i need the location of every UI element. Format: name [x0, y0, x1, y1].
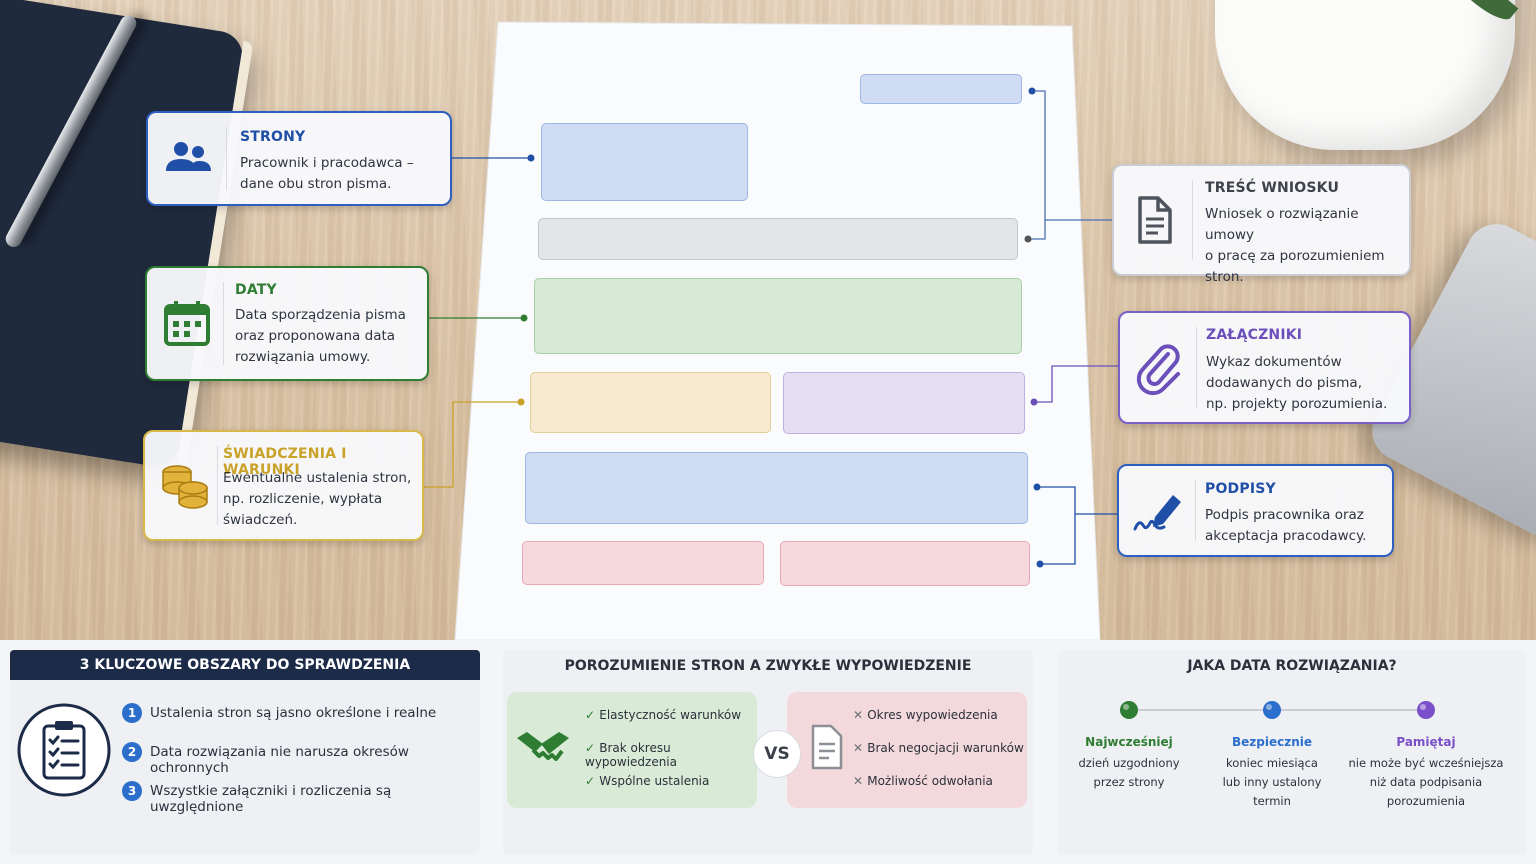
checklist-item-1: Ustalenia stron są jasno określone i rea…	[150, 705, 437, 721]
check-icon: ✓	[585, 741, 600, 755]
comparison-left-box: ✓ Elastyczność warunków ✓ Brak okresu wy…	[507, 692, 757, 808]
card-strony-desc: Pracownik i pracodawca –dane obu stron p…	[240, 155, 414, 192]
doc-block-signature-employer	[780, 541, 1030, 586]
timeline-label-2: Bezpiecznie	[1231, 735, 1312, 749]
comparison-left-item-2: ✓ Brak okresu wypowiedzenia	[585, 741, 677, 769]
checklist-item-3: Wszystkie załączniki i rozliczenia są uw…	[150, 783, 392, 815]
doc-block-dates	[534, 278, 1022, 354]
checklist-num-1: 1	[122, 703, 142, 723]
doc-block-content	[538, 218, 1018, 260]
card-daty-title: DATY	[235, 282, 277, 298]
x-icon: ✕	[853, 741, 868, 755]
card-tresc: TREŚĆ WNIOSKU Wniosek o rozwiązanie umow…	[1112, 164, 1411, 285]
people-icon	[166, 141, 211, 171]
doc-block-signature-employee	[522, 541, 764, 585]
card-zalaczniki-title: ZAŁĄCZNIKI	[1206, 327, 1303, 343]
comparison-left-item-1: ✓ Elastyczność warunków	[585, 708, 742, 722]
comparison-right-box: ✕ Okres wypowiedzenia ✕ Brak negocjacji …	[787, 692, 1027, 808]
check-icon: ✓	[585, 774, 600, 788]
comparison-right-item-2: ✕ Brak negocjacji warunków	[853, 741, 1024, 755]
x-icon: ✕	[853, 708, 868, 722]
timeline-label-3: Pamiętaj	[1396, 735, 1456, 749]
document-icon	[1138, 196, 1172, 244]
timeline-title: JAKA DATA ROZWIĄZANIA?	[1187, 658, 1397, 674]
clipboard-checklist-icon	[17, 703, 111, 797]
timeline-label-1: Najwcześniej	[1085, 735, 1173, 749]
document-icon	[811, 724, 843, 770]
card-swiadczenia-title: ŚWIADCZENIA I WARUNKI	[223, 446, 347, 478]
coins-icon	[162, 464, 208, 509]
paperclip-icon	[1136, 343, 1180, 395]
doc-block-benefits	[530, 372, 771, 433]
checklist-num-2: 2	[122, 742, 142, 762]
plant-pot-decoration	[1215, 0, 1515, 150]
card-podpisy-title: PODPISY	[1205, 481, 1276, 497]
card-swiadczenia-desc: Ewentualne ustalenia stron,np. rozliczen…	[223, 470, 412, 528]
comparison-panel: POROZUMIENIE STRON A ZWYKŁE WYPOWIEDZENI…	[503, 650, 1033, 855]
calendar-icon	[164, 300, 210, 346]
card-strony: STRONY Pracownik i pracodawca –dane obu …	[146, 111, 452, 206]
check-icon: ✓	[585, 708, 600, 722]
checklist-title: 3 KLUCZOWE OBSZARY DO SPRAWDZENIA	[10, 650, 480, 680]
checklist-num-3: 3	[122, 781, 142, 801]
comparison-title: POROZUMIENIE STRON A ZWYKŁE WYPOWIEDZENI…	[564, 658, 972, 674]
doc-block-signature-area	[525, 452, 1028, 524]
card-swiadczenia: ŚWIADCZENIA I WARUNKI Ewentualne ustalen…	[143, 430, 424, 541]
checklist-panel: 3 KLUCZOWE OBSZARY DO SPRAWDZENIA 1 Usta…	[10, 650, 480, 855]
handshake-icon	[517, 732, 569, 761]
card-strony-title: STRONY	[240, 129, 306, 145]
bottom-info-strip: 3 KLUCZOWE OBSZARY DO SPRAWDZENIA 1 Usta…	[0, 640, 1536, 864]
checklist-item-2: Data rozwiązania nie narusza okresów och…	[150, 744, 409, 776]
doc-block-parties	[541, 123, 748, 201]
comparison-right-item-3: ✕ Możliwość odwołania	[853, 774, 993, 788]
comparison-right-item-1: ✕ Okres wypowiedzenia	[853, 708, 998, 722]
comparison-left-item-3: ✓ Wspólne ustalenia	[585, 774, 710, 788]
x-icon: ✕	[853, 774, 868, 788]
signature-icon	[1133, 494, 1181, 530]
doc-block-attachments	[783, 372, 1025, 434]
card-tresc-title: TREŚĆ WNIOSKU	[1205, 180, 1340, 196]
timeline-track	[1120, 701, 1435, 719]
doc-block-date	[860, 74, 1022, 104]
vs-badge: VS	[753, 730, 801, 778]
timeline-panel: JAKA DATA ROZWIĄZANIA? Najwcześniej dzie…	[1058, 650, 1526, 855]
